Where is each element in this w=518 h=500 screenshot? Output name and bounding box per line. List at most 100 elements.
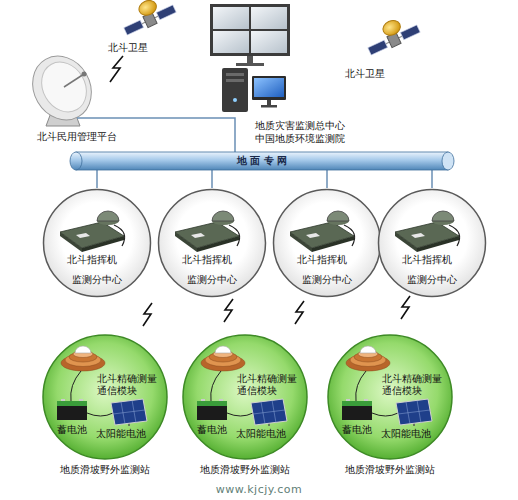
wire <box>356 371 366 401</box>
command-terminal <box>290 211 355 252</box>
node-text: 监测分中心 <box>407 274 457 286</box>
solar-panel <box>396 399 432 426</box>
antenna-dome <box>215 346 231 353</box>
wire <box>87 413 113 416</box>
circle-outline <box>183 335 307 459</box>
network-link <box>326 170 328 188</box>
circle-outline <box>43 335 167 459</box>
satellite-dish <box>381 18 403 38</box>
station-circle: 北斗精确测量 通信模块蓄电池太阳能电池地质滑坡野外监测站 <box>181 333 309 461</box>
network-band: 地 面 专 网 <box>68 152 456 170</box>
network-link <box>140 117 200 119</box>
branch-circle: 北斗指挥机监测分中心 <box>272 188 382 298</box>
node-title: 北斗精确测量 通信模块 <box>382 373 444 397</box>
computer-tower <box>222 68 248 112</box>
node-text: 蓄电池 <box>342 424 372 436</box>
wall-screen <box>251 31 287 53</box>
command-terminal <box>175 211 240 252</box>
drive-bay <box>226 73 244 76</box>
green-outline <box>181 333 309 461</box>
node-title: 北斗指挥机 <box>67 254 117 266</box>
panel-grid <box>398 400 430 424</box>
wireless-bolt <box>224 299 233 322</box>
network-wire <box>77 117 140 119</box>
node-title: 北斗指挥机 <box>297 254 347 266</box>
cable <box>114 225 125 246</box>
dish-feed-head <box>82 72 87 77</box>
node-text: 监测分中心 <box>72 274 122 286</box>
terminal-top <box>60 222 124 248</box>
watermark: www.kjcjy.com <box>216 484 302 496</box>
drive-bay <box>226 79 244 82</box>
cable <box>449 225 460 246</box>
node-text: 蓄电池 <box>57 424 87 436</box>
antenna-dome <box>75 346 91 353</box>
node-title: 北斗精确测量 通信模块 <box>97 373 159 397</box>
node-title: 地质灾害监测总中心 <box>255 120 345 132</box>
desktop-monitor <box>252 76 286 108</box>
wall-stand <box>247 56 253 63</box>
gnss-antenna <box>346 346 390 371</box>
terminal-top <box>395 222 459 248</box>
wire <box>71 371 81 401</box>
node-text: 地质滑坡野外监测站 <box>60 464 150 476</box>
solar-panel <box>251 399 287 426</box>
band-end <box>442 152 454 170</box>
terminal-top <box>290 222 354 248</box>
band-pipe <box>76 152 448 170</box>
monitor-wall <box>210 4 290 66</box>
node-text: 太阳能电池 <box>236 428 286 440</box>
terminal-plate <box>76 233 90 238</box>
battery-top <box>342 401 372 406</box>
panel-face <box>396 399 432 425</box>
green-outline <box>41 333 169 461</box>
node-text: 监测分中心 <box>187 274 237 286</box>
wall-frame <box>210 4 290 56</box>
solar-wing <box>156 5 176 20</box>
node-title: 地 面 专 网 <box>237 155 287 167</box>
monitor-stand <box>267 100 271 105</box>
battery-terminal <box>364 399 368 401</box>
node-text: 中国地质环境监测院 <box>255 133 345 145</box>
panel-grid <box>253 400 285 424</box>
branch-circle: 北斗指挥机监测分中心 <box>157 188 267 298</box>
node-text: 地质滑坡野外监测站 <box>200 464 290 476</box>
monitor-stand <box>261 105 277 108</box>
network-link <box>234 145 236 152</box>
wire <box>211 371 221 401</box>
branch-circle: 北斗指挥机监测分中心 <box>377 188 487 298</box>
network-link <box>431 170 433 188</box>
panel-face <box>251 399 287 425</box>
satellite-dish <box>137 0 159 18</box>
battery-body <box>197 405 227 420</box>
solar-wing <box>400 25 420 40</box>
wireless-bolt <box>143 303 152 326</box>
wall-stand <box>236 63 264 66</box>
battery-icon <box>57 399 87 420</box>
node-text: 太阳能电池 <box>381 428 431 440</box>
battery-body <box>57 405 87 420</box>
satellite-label: 北斗卫星 <box>108 42 148 54</box>
antenna-dome <box>212 211 234 221</box>
battery-terminal <box>219 399 223 401</box>
circle-outline <box>379 190 486 297</box>
antenna-dome <box>432 211 454 221</box>
command-terminal <box>395 211 460 252</box>
gnss-antenna <box>61 346 105 371</box>
dish-feed <box>64 74 84 87</box>
node-title: 北斗指挥机 <box>182 254 232 266</box>
network-wire <box>200 118 235 145</box>
battery-body <box>342 405 372 420</box>
gnss-antenna <box>201 346 245 371</box>
node-title: 北斗指挥机 <box>402 254 452 266</box>
battery-terminal <box>61 399 65 401</box>
battery-top <box>197 401 227 406</box>
command-terminal <box>60 211 125 252</box>
station-circle: 北斗精确测量 通信模块蓄电池太阳能电池地质滑坡野外监测站 <box>326 333 454 461</box>
network-link <box>96 170 98 188</box>
panel-grid <box>113 400 145 424</box>
monitor-screen <box>254 78 284 97</box>
wireless-bolt <box>110 56 123 82</box>
wall-screen <box>251 7 287 29</box>
